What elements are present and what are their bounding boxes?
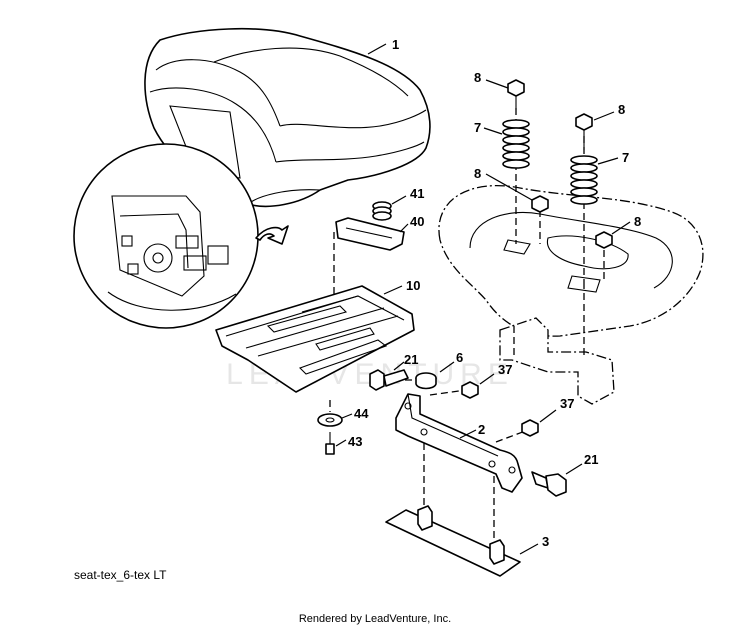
- small-spring: 41: [372, 186, 424, 221]
- bolt-lower-right: 8: [595, 214, 641, 249]
- callout-bolt-left: 21: [404, 352, 418, 367]
- rear-bracket: [499, 317, 615, 405]
- callout-seat-pan: 10: [406, 278, 420, 293]
- callout-bolt-top-left: 8: [474, 70, 481, 85]
- bolt-lower-left: 8: [474, 166, 549, 213]
- seat-pan: 10: [215, 278, 420, 393]
- figure-id: seat-tex_6-tex LT: [74, 568, 167, 582]
- callout-spring-left: 7: [474, 120, 481, 135]
- screw: 43: [325, 432, 362, 455]
- callout-bushing: 6: [456, 350, 463, 365]
- callout-screw: 43: [348, 434, 362, 449]
- callout-nut-left: 37: [498, 362, 512, 377]
- seat-leader: 1: [367, 37, 399, 55]
- detail-view: [73, 143, 289, 329]
- callout-bolt-right: 21: [584, 452, 598, 467]
- callout-spring-right: 7: [622, 150, 629, 165]
- assembly-lines: [329, 108, 605, 544]
- frame-outline: [438, 184, 704, 337]
- callout-bolt-lower-right: 8: [634, 214, 641, 229]
- callout-mount-plate: 3: [542, 534, 549, 549]
- nut-right: 37: [521, 396, 574, 437]
- bolt-left: 21: [369, 352, 418, 391]
- callout-seat: 1: [392, 37, 399, 52]
- bolt-right: 21: [531, 452, 598, 497]
- callout-bolt-lower-left: 8: [474, 166, 481, 181]
- nut-left: 37: [461, 362, 512, 399]
- callout-seat-bracket: 2: [478, 422, 485, 437]
- callout-bolt-top-right: 8: [618, 102, 625, 117]
- mount-plate: 3: [385, 505, 549, 577]
- callout-nut-right: 37: [560, 396, 574, 411]
- spring-right: 8 7: [570, 102, 629, 205]
- footer-credit: Rendered by LeadVenture, Inc.: [298, 613, 452, 625]
- washer: 44: [317, 406, 369, 427]
- bushing: 6: [415, 350, 463, 390]
- callout-spring-small: 41: [410, 186, 424, 201]
- spring-left: 8 7: [474, 70, 530, 169]
- seat-bracket: 2: [395, 393, 523, 493]
- callout-washer: 44: [354, 406, 369, 421]
- latch-knob: 40: [335, 214, 424, 251]
- callout-knob: 40: [410, 214, 424, 229]
